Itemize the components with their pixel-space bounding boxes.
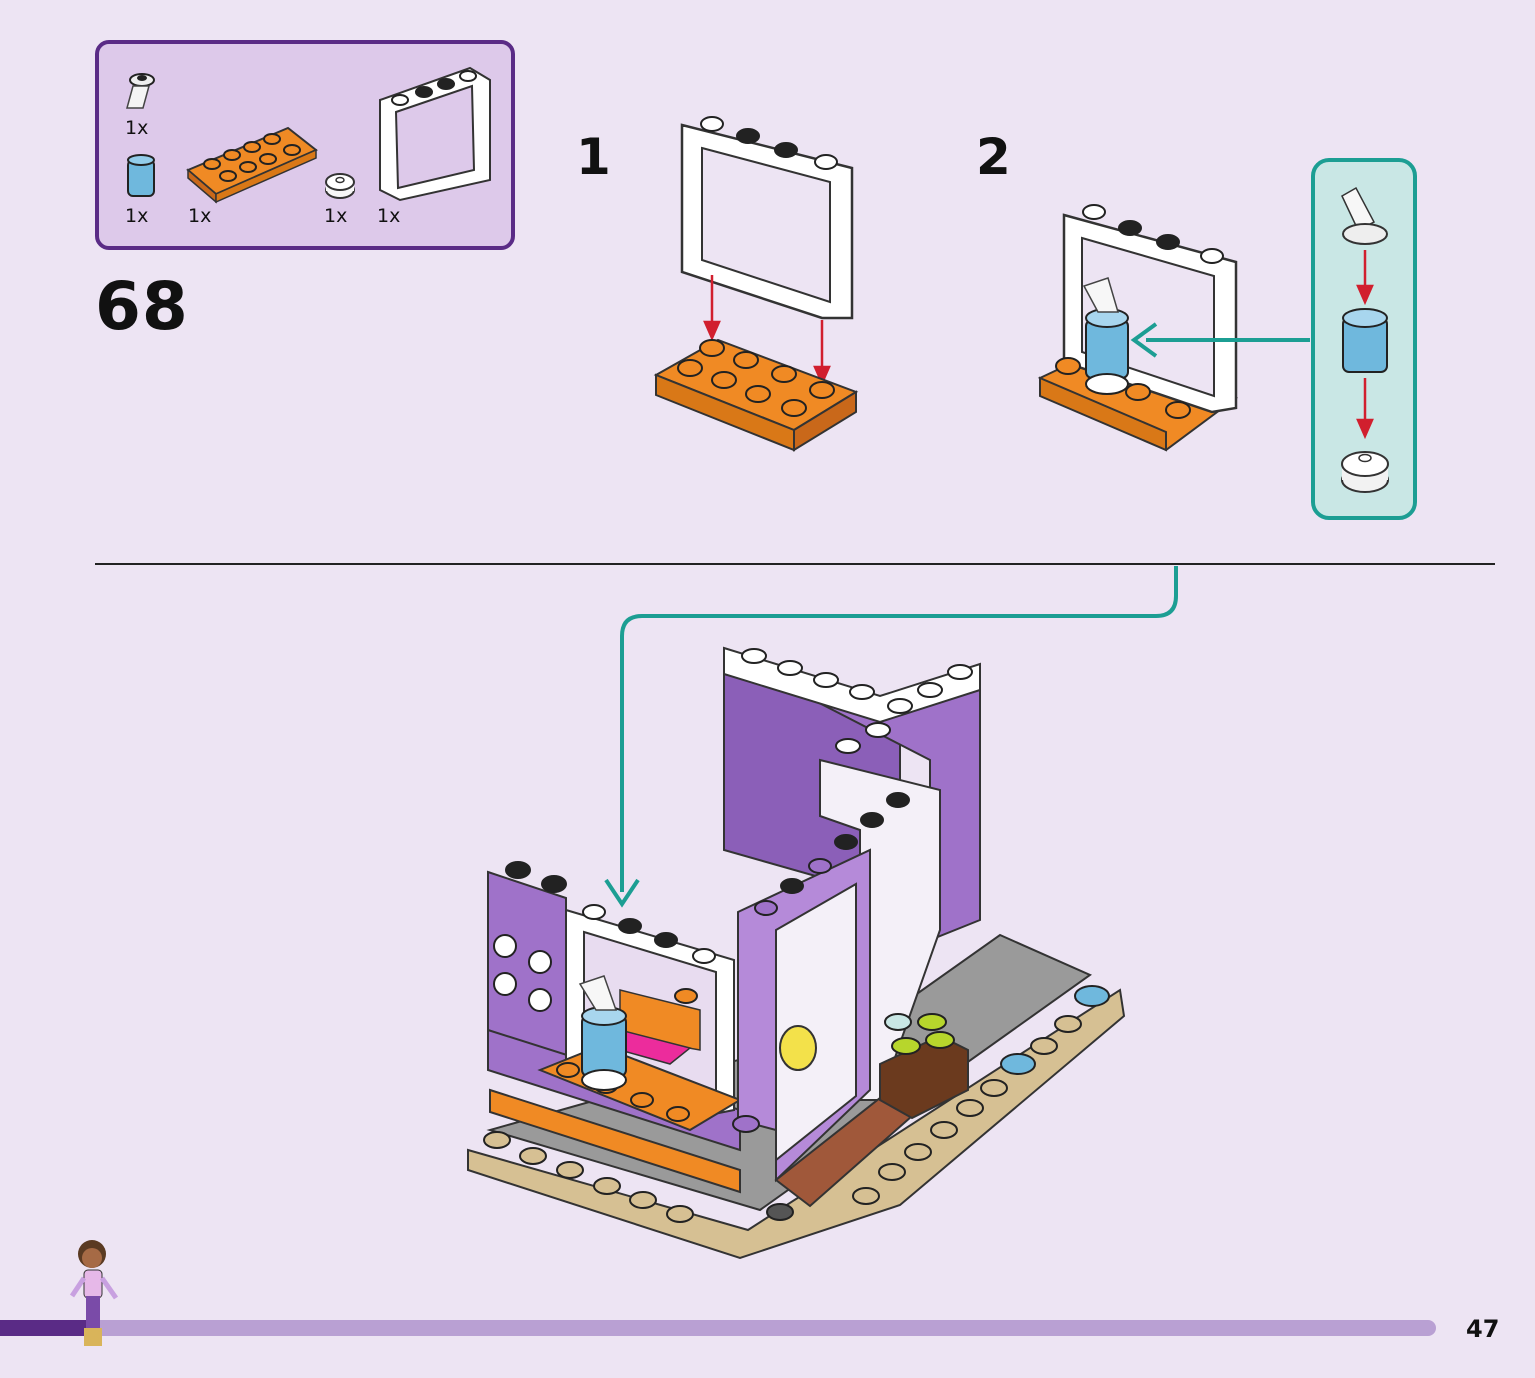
progress-bar-track bbox=[88, 1320, 1436, 1336]
minifigure-icon bbox=[69, 1240, 119, 1346]
qty-label: 1x bbox=[125, 117, 149, 139]
progress-bar-filled bbox=[0, 1320, 90, 1336]
blue-round-brick-icon bbox=[127, 154, 155, 197]
qty-label: 1x bbox=[125, 205, 149, 227]
white-round-plate-icon bbox=[325, 173, 355, 199]
sub-step-number: 2 bbox=[976, 128, 1011, 186]
qty-label: 1x bbox=[377, 205, 401, 227]
sub-step-number: 1 bbox=[576, 128, 611, 186]
page-number: 47 bbox=[1466, 1315, 1500, 1343]
section-divider bbox=[95, 563, 1495, 565]
qty-label: 1x bbox=[188, 205, 212, 227]
cone-piece-icon bbox=[126, 73, 155, 109]
main-step-number: 68 bbox=[95, 268, 189, 345]
window-frame-icon bbox=[379, 66, 491, 202]
orange-plate-icon bbox=[186, 126, 318, 204]
qty-label: 1x bbox=[324, 205, 348, 227]
